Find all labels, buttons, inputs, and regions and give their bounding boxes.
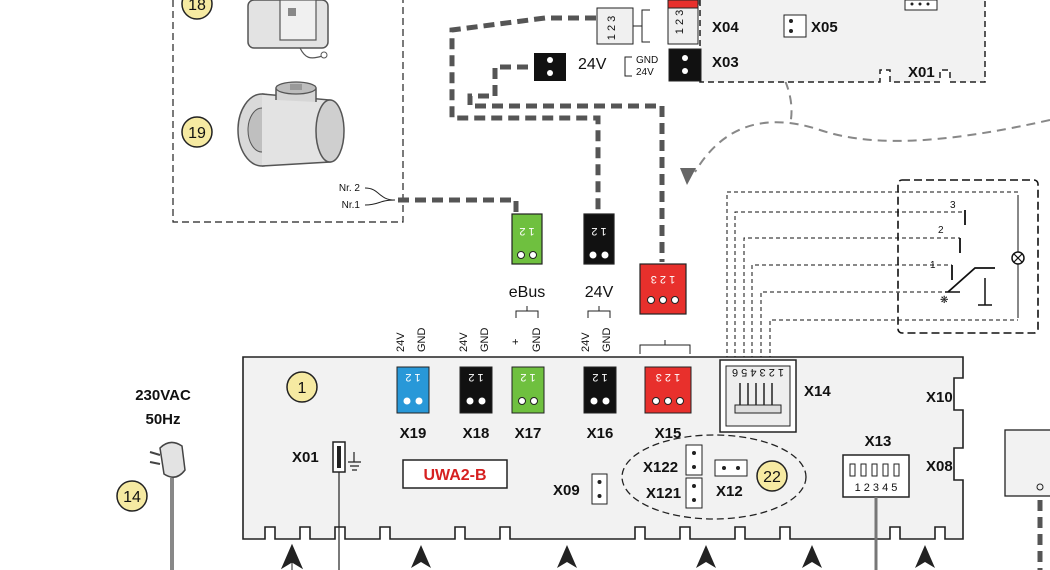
rot-labels: 24V GND 24V GND + GND 24V GND — [395, 328, 613, 353]
mid-24v-label: 24V — [585, 284, 614, 301]
callout-22: 22 — [756, 460, 788, 492]
valve-icon — [237, 81, 345, 167]
callout-14: 14 — [116, 480, 148, 512]
fan-icon: ❋ — [940, 295, 948, 306]
x08-label: X08 — [926, 458, 953, 475]
connector-x18: 1 2 — [459, 366, 493, 414]
svg-text:24V: 24V — [580, 332, 592, 352]
svg-text:1 2 3: 1 2 3 — [656, 371, 680, 383]
x03-label: X03 — [712, 54, 739, 71]
svg-text:1 2 3: 1 2 3 — [674, 10, 686, 34]
x14-label: X14 — [804, 383, 831, 400]
connector-x14: 1 2 3 4 5 6 — [719, 359, 797, 433]
x04-label: X04 — [712, 19, 739, 36]
power-frequency-label: 50Hz — [145, 411, 180, 428]
x13-label: X13 — [865, 433, 892, 450]
pump-icon — [247, 0, 329, 59]
svg-text:+: + — [510, 339, 522, 345]
cable-x04 — [449, 15, 601, 214]
connector-x05 — [783, 14, 807, 38]
svg-text:19: 19 — [188, 125, 206, 142]
ebus-label: eBus — [509, 284, 545, 301]
switch-module: ❋ — [897, 179, 1039, 334]
connector-x17: 1 2 — [511, 366, 545, 414]
x17-label: X17 — [515, 425, 542, 442]
external-box — [1004, 429, 1050, 570]
svg-text:1: 1 — [298, 380, 307, 397]
svg-text:24V: 24V — [458, 332, 470, 352]
accessory-box — [172, 0, 404, 223]
callout-19: 19 — [181, 116, 213, 148]
cable-24v-top — [467, 64, 665, 262]
connector-x16: 1 2 — [583, 366, 617, 414]
x16-label: X16 — [587, 425, 614, 442]
svg-text:24V: 24V — [395, 332, 407, 352]
svg-text:GND: GND — [416, 328, 428, 353]
svg-text:1 2 3 4 5 6: 1 2 3 4 5 6 — [732, 366, 784, 378]
x12-label: X12 — [716, 483, 743, 500]
x10-label: X10 — [926, 389, 953, 406]
plug-x15: 1 2 3 — [639, 263, 687, 315]
plug-24v: 1 2 — [583, 213, 615, 265]
wire-label-nr2: Nr. 2 — [339, 183, 361, 194]
connector-x19: 1 2 — [396, 366, 430, 414]
top-gnd-label: GND — [636, 55, 658, 66]
switch-label-2: 2 — [938, 225, 944, 236]
power-voltage-label: 230VAC — [135, 387, 191, 404]
svg-text:1 2: 1 2 — [405, 371, 420, 383]
top-24v-small-label: 24V — [636, 67, 654, 78]
svg-text:14: 14 — [123, 489, 141, 506]
x18-label: X18 — [463, 425, 490, 442]
top-24v-label: 24V — [578, 56, 607, 73]
svg-text:1 2: 1 2 — [591, 225, 606, 237]
connector-x13: 1 2 3 4 5 — [842, 454, 910, 498]
svg-text:22: 22 — [763, 469, 781, 486]
svg-text:1 2 3: 1 2 3 — [606, 16, 618, 40]
connector-x09 — [591, 473, 608, 505]
svg-text:1 2: 1 2 — [592, 371, 607, 383]
callout-1: 1 — [286, 371, 318, 403]
svg-text:GND: GND — [531, 328, 543, 353]
arrow-curve-mid — [694, 119, 1050, 173]
upper-board — [699, 0, 986, 83]
power-plug-icon — [149, 441, 186, 570]
wire-label-nr1: Nr.1 — [342, 200, 361, 211]
x09-label: X09 — [553, 482, 580, 499]
connector-x03 — [534, 48, 702, 82]
device-label-box: UWA2-B — [402, 459, 508, 489]
x05-label: X05 — [811, 19, 838, 36]
upper-x01-label: X01 — [908, 64, 935, 81]
connector-x04: 1 2 3 1 2 3 — [596, 0, 699, 45]
plug-ebus: 1 2 — [511, 213, 543, 265]
x15-label: X15 — [655, 425, 682, 442]
svg-text:1 2 3 4 5: 1 2 3 4 5 — [855, 482, 898, 494]
svg-text:GND: GND — [479, 328, 491, 353]
svg-text:18: 18 — [188, 0, 206, 14]
svg-text:1 2: 1 2 — [468, 371, 483, 383]
x121-label: X121 — [646, 485, 681, 502]
switch-label-3: 3 — [950, 200, 956, 211]
connector-x01 — [332, 441, 346, 570]
svg-text:1 2 3: 1 2 3 — [651, 273, 675, 285]
svg-text:1 2: 1 2 — [520, 371, 535, 383]
callout-18: 18 — [181, 0, 213, 20]
connector-x15: 1 2 3 — [644, 366, 692, 414]
cable-ebus — [398, 197, 519, 214]
jumper-group — [621, 434, 807, 520]
bottom-arrows — [280, 543, 935, 570]
ground-icon — [348, 452, 361, 471]
x122-label: X122 — [643, 459, 678, 476]
svg-text:GND: GND — [601, 328, 613, 353]
x14-wires — [726, 191, 1018, 360]
svg-text:1 2: 1 2 — [519, 225, 534, 237]
board-x01-label: X01 — [292, 449, 319, 466]
svg-text:UWA2-B: UWA2-B — [423, 467, 486, 484]
x19-label: X19 — [400, 425, 427, 442]
